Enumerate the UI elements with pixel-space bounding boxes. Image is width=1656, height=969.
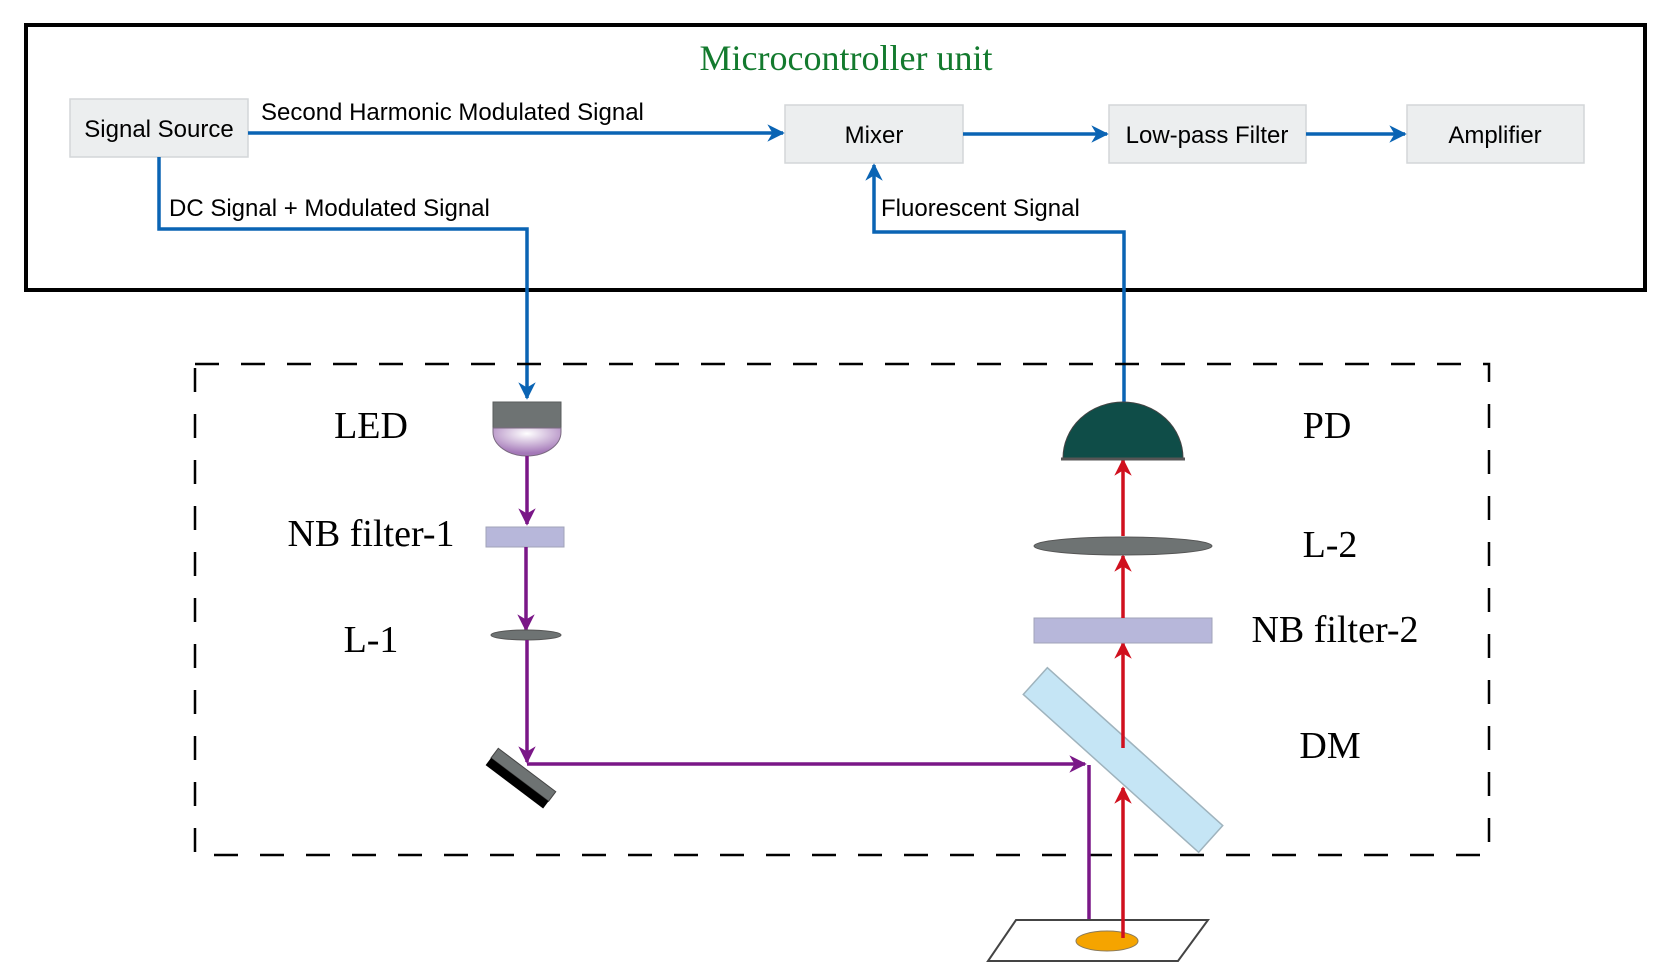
photodiode-icon — [1061, 401, 1185, 461]
dc-modulated-line — [157, 157, 536, 400]
mcu-title: Microcontroller unit — [700, 38, 993, 78]
nb-filter-2-icon — [1033, 617, 1213, 644]
led-icon — [492, 401, 562, 457]
nb-filter-1-icon — [485, 526, 565, 548]
nb-filter-1-label: NB filter-1 — [287, 513, 454, 555]
mcu-frame — [24, 23, 1647, 292]
amplifier-block: Amplifier — [1406, 104, 1585, 164]
lens-l1-icon — [490, 629, 562, 641]
fluorescent-signal-line — [865, 163, 1126, 402]
sample-spot-icon — [1075, 930, 1139, 952]
lens-l2-icon — [1033, 536, 1213, 556]
l1-label: L-1 — [344, 619, 399, 661]
nb-filter-2-label: NB filter-2 — [1251, 609, 1418, 651]
fluorescent-signal-label: Fluorescent Signal — [881, 195, 1080, 222]
dm-label: DM — [1299, 725, 1360, 767]
pd-label: PD — [1303, 405, 1352, 447]
dichroic-mirror-icon — [1022, 666, 1224, 854]
low-pass-filter-label: Low-pass Filter — [1126, 122, 1289, 149]
signal-source-block: Signal Source — [69, 98, 249, 158]
optical-module-frame — [193, 362, 1491, 857]
folding-mirror-icon — [485, 747, 557, 809]
l2-label: L-2 — [1303, 524, 1358, 566]
led-label: LED — [334, 405, 408, 447]
signal-source-label: Signal Source — [84, 116, 233, 143]
mixer-block: Mixer — [784, 104, 964, 164]
mixer-label: Mixer — [845, 122, 904, 149]
low-pass-filter-block: Low-pass Filter — [1108, 104, 1307, 164]
second-harmonic-label: Second Harmonic Modulated Signal — [261, 99, 644, 126]
amplifier-label: Amplifier — [1448, 122, 1541, 149]
dc-modulated-label: DC Signal + Modulated Signal — [169, 195, 490, 222]
